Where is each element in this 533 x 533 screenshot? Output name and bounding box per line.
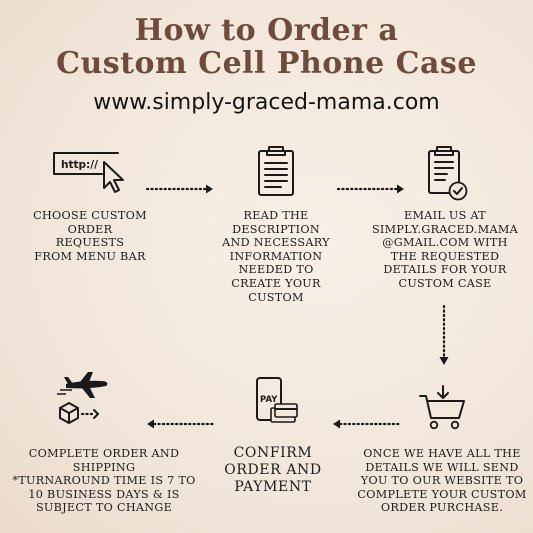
step-6-line-2: shipping (72, 460, 136, 474)
step-3-line-5: details for your (383, 263, 507, 277)
browser-cursor-icon: http:// (53, 152, 124, 193)
shopping-cart-icon (419, 385, 465, 430)
clipboard-icon (258, 146, 294, 196)
step-2-line-1: Read the (243, 209, 309, 222)
step-2-line-5: needed to (238, 263, 314, 277)
clipboard-check-icon (428, 146, 468, 201)
step-3-text: Email us at simply.graced.mama @gmail.co… (362, 209, 528, 291)
shipping-plane-box-icon (57, 372, 108, 424)
arrow-step1-to-step2 (145, 184, 213, 194)
step-4-line-1: Once we have all the (363, 447, 521, 460)
step-5-line-1: Confirm (233, 445, 313, 461)
step-6-line-4: 10 business days & is (28, 487, 180, 501)
step-1-line-4: from menu bar (34, 249, 146, 263)
step-3-line-3: @gmail.com with (382, 236, 508, 250)
step-6-line-3: *Turnaround time is 7 to (12, 474, 196, 488)
title-line-1: How to Order a (134, 13, 399, 48)
step-5-line-3: payment (234, 479, 312, 495)
pay-phone-card-icon: PAY (256, 377, 298, 423)
step-5-line-2: order and (224, 462, 322, 478)
step-2-line-7: custom (248, 290, 304, 304)
step-5-text: Confirm order and payment (208, 445, 338, 496)
step-1-line-2: order (67, 222, 113, 236)
pay-label: PAY (260, 395, 278, 405)
step-2-line-4: information (229, 249, 323, 263)
arrow-step5-to-step6 (147, 419, 216, 429)
step-4-text: Once we have all the details we will sen… (352, 447, 532, 515)
step-6-line-5: subject to change (35, 501, 173, 515)
step-3-line-6: custom case (398, 276, 492, 290)
step-3-line-1: Email us at (404, 209, 486, 222)
step-4-line-3: you to our website to (360, 474, 524, 488)
step-2-text: Read the description and necessary infor… (206, 209, 346, 304)
step-1-text: Choose custom order requests from menu b… (20, 209, 160, 263)
step-6-text: Complete order and shipping *Turnaround … (6, 447, 202, 515)
step-6-line-1: Complete order and (28, 447, 180, 460)
step-2-line-3: and necessary (222, 236, 330, 250)
arrow-step2-to-step3 (336, 184, 404, 194)
http-label: http:// (61, 159, 98, 171)
arrow-step4-to-step5 (333, 419, 402, 429)
step-4-line-4: complete your custom (357, 487, 527, 501)
step-1-line-1: Choose custom (33, 209, 147, 222)
arrow-step3-to-step4 (439, 304, 449, 365)
step-2-line-2: description (232, 222, 320, 236)
website-url: www.simply-graced-mama.com (93, 90, 440, 115)
step-4-line-2: details we will send (365, 460, 519, 474)
title-line-2: Custom Cell Phone Case (56, 46, 477, 81)
step-3-line-2: simply.graced.mama (371, 222, 519, 236)
step-4-line-5: order purchase. (380, 501, 504, 515)
step-1-line-3: requests (55, 236, 125, 250)
step-2-line-6: create your (231, 276, 321, 290)
step-3-line-4: the requested (390, 249, 500, 263)
